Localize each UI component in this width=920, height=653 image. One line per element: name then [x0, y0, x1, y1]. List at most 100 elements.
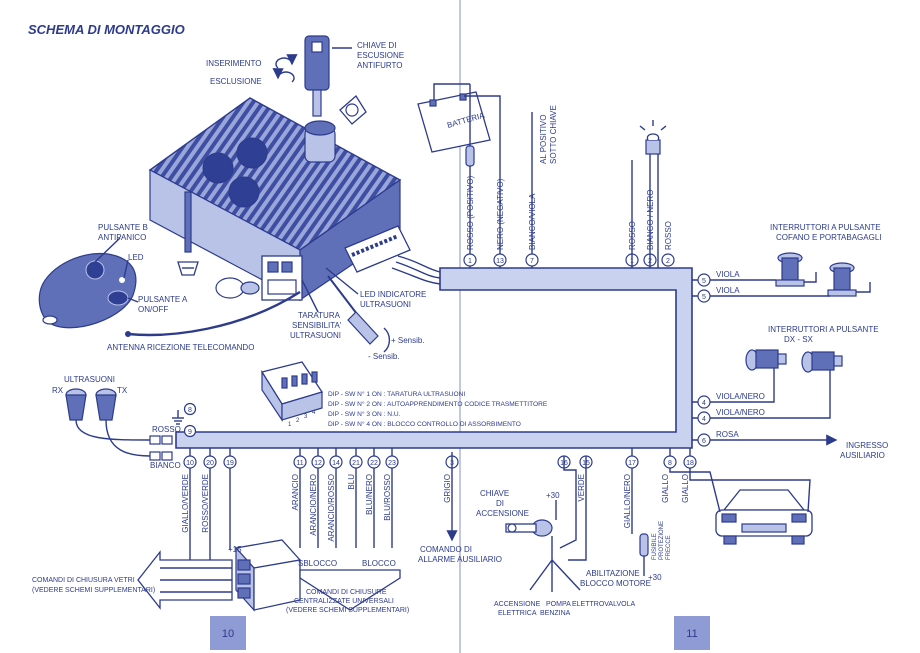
page-number-left-text: 10 [222, 628, 234, 640]
wire-num-circle [697, 289, 711, 303]
top-wire-label: ROSSO (POSITIVO) [466, 175, 475, 250]
wire-num-circle [463, 253, 477, 267]
sens-plus-label: + Sensib. [391, 336, 425, 345]
wire-num-circle [183, 455, 197, 469]
button-a-label-2: ON/OFF [138, 305, 168, 314]
dip-legend-4: DIP - SW N° 4 ON : BLOCCO CONTROLLO DI A… [328, 420, 521, 428]
ingresso-label: INGRESSO [846, 441, 888, 450]
switches-mid-label-2: DX - SX [784, 335, 814, 344]
sensitivity-arc-icon [383, 327, 391, 353]
ignition-key-label-2: DI [496, 499, 504, 508]
ground-icon [172, 410, 184, 425]
wire-num-circle [311, 455, 325, 469]
dip-number-2: 2 [296, 418, 300, 424]
bianco-label: BIANCO [150, 461, 181, 470]
bottom-wire-label: ROSSO/VERDE [201, 474, 210, 533]
antenna-wire [127, 290, 301, 337]
plus30-frecce-label: +30 [648, 573, 662, 582]
chiusure-label: COMANDI DI CHIUSURE [306, 589, 387, 596]
sens-minus-label: - Sensib. [368, 352, 400, 361]
top-wire-label: ROSSO [664, 221, 673, 250]
positivo-label: AL POSITIVO [539, 115, 548, 165]
connector-rosso [149, 435, 161, 445]
lock-arrow-icon [299, 569, 401, 611]
page-number-right [674, 616, 710, 650]
taratura-label-3: ULTRASUONI [290, 331, 341, 340]
wire-num-circle [203, 455, 217, 469]
plus15-label: +15 [228, 545, 242, 554]
remote-control [38, 252, 137, 329]
wire-num-8: 8 [188, 407, 192, 414]
door-switch-left-icon [745, 349, 787, 371]
led-indicator-icon [267, 261, 279, 273]
connector-bianco [149, 451, 161, 461]
wire-num-circle [697, 395, 711, 409]
positivo-label-2: SOTTO CHIAVE [549, 105, 558, 164]
fuse-frecce-icon [639, 533, 649, 557]
wire-num: 4 [702, 400, 706, 407]
right-wire-label: VIOLA [716, 270, 740, 279]
page-title: SCHEMA DI MONTAGGIO [28, 22, 185, 37]
right-wire-label: VIOLA [716, 286, 740, 295]
dip-legend-3: DIP - SW N° 3 ON : N.U. [328, 410, 401, 418]
bottom-wire-label: BLU [347, 474, 356, 490]
dip-switch [260, 361, 324, 422]
inserimento-label: INSERIMENTO [206, 59, 261, 68]
wire-num: 23 [388, 460, 396, 467]
unit-connector [344, 225, 441, 285]
dip-legend-1: DIP - SW N° 1 ON : TARATURA ULTRASUONI [328, 390, 465, 398]
trunk-switch-icon [827, 262, 857, 297]
bottom-wire-label: BLU/NERO [365, 474, 374, 515]
wire-num-circle [293, 455, 307, 469]
wire-num-circle [349, 455, 363, 469]
taratura-label-2: SENSIBILITA' [292, 321, 342, 330]
rotate-ccw-icon [272, 68, 295, 83]
fuse-icon [465, 145, 475, 167]
accensione-label: ACCENSIONE [494, 601, 541, 608]
key-label-3: ANTIFURTO [357, 61, 402, 70]
plus30-label: +30 [546, 491, 560, 500]
bottom-wire-label: GIALLO/VERDE [181, 474, 190, 533]
switches-mid-label: INTERRUTTORI A PULSANTE [768, 325, 879, 334]
bottom-wire-label: BLU/ROSSO [383, 474, 392, 521]
bottom-wire-label: VERDE [577, 474, 586, 502]
bottom-wire-label: ARANCIO [291, 474, 300, 510]
wire-num-circle [223, 455, 237, 469]
wire-num-circle [697, 433, 711, 447]
ultrasound-tx-label: TX [117, 386, 128, 395]
battery-icon [417, 91, 491, 153]
led-indicator-label: LED INDICATORE [360, 290, 426, 299]
wire-num: 4 [702, 416, 706, 423]
wire-num: 14 [332, 460, 340, 467]
ignition-key-label: CHIAVE [480, 489, 509, 498]
elettrovalvola-label: ELETTROVALVOLA [572, 601, 635, 608]
switches-top-label-2: COFANO E PORTABAGAGLI [776, 233, 882, 242]
ultrasound-rx-label: RX [52, 386, 64, 395]
ingresso-label-2: AUSILIARIO [840, 451, 885, 460]
allarme-label: COMANDO DI [420, 545, 472, 554]
wire-num: 18 [686, 460, 694, 467]
vetri-label: COMANDI DI CHIUSURA VETRI [32, 577, 135, 584]
wire-num: 11 [296, 460, 303, 467]
ignition-key-icon [505, 519, 553, 537]
ultrasound-tx-icon [95, 388, 117, 421]
rosso-label: ROSSO [152, 425, 181, 434]
fusibile-label-3: FRECCE [666, 535, 672, 560]
lamp-icon [639, 120, 667, 155]
key-label-2: ESCUSIONE [357, 51, 404, 60]
top-wire-label: BIANCO/VIOLA [528, 193, 537, 250]
allarme-label-2: ALLARME AUSILIARIO [418, 555, 502, 564]
dip-number-3: 3 [304, 414, 308, 420]
ultrasound-title: ULTRASUONI [64, 375, 115, 384]
wire-num: 19 [226, 460, 234, 467]
pompa-label-2: BENZINA [540, 610, 571, 617]
wire-num: 2 [666, 258, 670, 265]
page-number-right-text: 11 [686, 628, 697, 640]
wire-num: 5 [702, 294, 706, 301]
wire-num-circle [525, 253, 539, 267]
wire-num: 6 [702, 438, 706, 445]
switches-top-label: INTERRUTTORI A PULSANTE [770, 223, 881, 232]
dip-number-4: 4 [312, 410, 316, 416]
dip-legend-2: DIP - SW N° 2 ON : AUTOAPPRENDIMENTO COD… [328, 400, 548, 408]
pompa-label: POMPA [546, 601, 571, 608]
